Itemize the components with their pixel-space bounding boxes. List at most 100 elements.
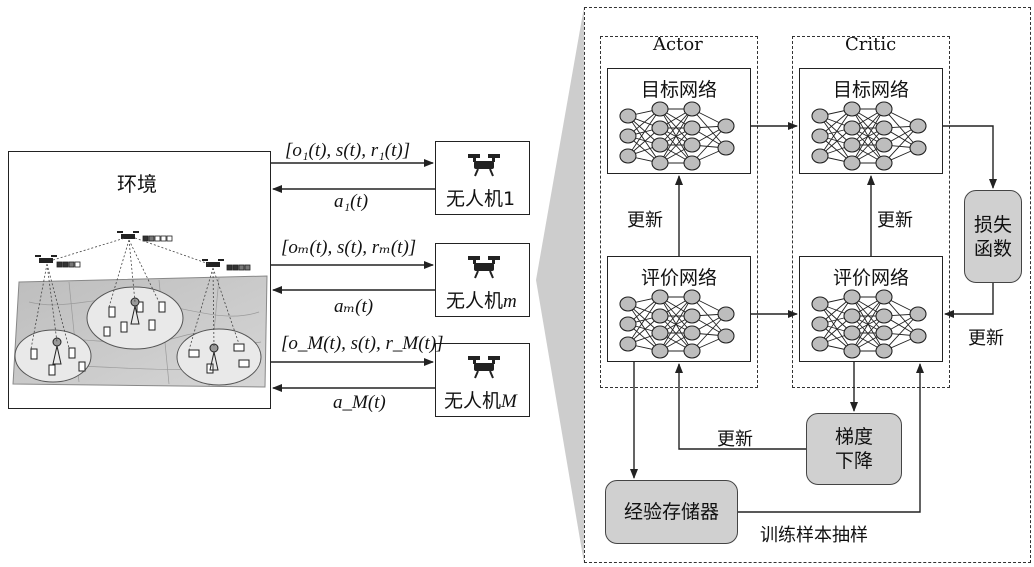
gradient-label-line2: 下降 — [834, 450, 873, 472]
nn-node — [909, 140, 927, 156]
nn-node — [875, 101, 893, 117]
nn-node — [651, 101, 669, 117]
critic-group: Critic — [792, 34, 950, 388]
actor-eval-network: 评价网络 — [607, 256, 751, 362]
nn-node — [909, 118, 927, 134]
nn-edge — [819, 108, 853, 157]
nn-node — [843, 137, 861, 153]
neural-network-icon — [619, 289, 735, 359]
uav-M-box: 无人机M — [435, 343, 530, 417]
nn-node — [683, 120, 701, 136]
nn-node — [811, 148, 829, 164]
actor-target-network: 目标网络 — [607, 68, 751, 174]
nn-node — [843, 101, 861, 117]
nn-edge — [691, 313, 727, 352]
nn-edge — [691, 125, 727, 164]
nn-node — [619, 148, 637, 164]
nn-edge — [659, 108, 693, 146]
nn-node — [843, 308, 861, 324]
nn-edge — [627, 296, 661, 345]
nn-edge — [659, 296, 693, 352]
nn-node — [651, 308, 669, 324]
uav-1-label-text: 无人机1 — [446, 188, 516, 210]
drone-icon — [468, 256, 500, 279]
critic-eval-network-title: 评价网络 — [832, 267, 909, 289]
nn-node — [843, 289, 861, 305]
act-M-label: a_M(t) — [333, 392, 386, 413]
uav-1-label: 无人机1 — [446, 184, 515, 211]
nn-edge — [819, 296, 853, 345]
nn-node — [619, 316, 637, 332]
nn-node — [811, 296, 829, 312]
nn-edge — [851, 108, 885, 164]
loss-function-box: 损失函数 — [964, 190, 1022, 283]
nn-node — [683, 325, 701, 341]
nn-node — [843, 325, 861, 341]
nn-node — [875, 308, 893, 324]
loss-update-label: 更新 — [968, 328, 1004, 349]
nn-node — [651, 155, 669, 171]
experience-memory-label: 经验存储器 — [623, 501, 719, 523]
uav-M-label-suffix: M — [501, 391, 517, 412]
nn-node — [717, 328, 735, 344]
nn-edge — [659, 296, 693, 334]
nn-edge — [819, 303, 853, 352]
nn-node — [651, 325, 669, 341]
nn-edge — [851, 296, 885, 352]
nn-edge — [883, 108, 919, 149]
nn-node — [651, 289, 669, 305]
nn-node — [909, 306, 927, 322]
uav-m-label-text: 无人机 — [446, 290, 504, 312]
uav-M-label: 无人机M — [444, 386, 517, 413]
loss-label-line1: 损失 — [973, 213, 1012, 236]
nn-node — [843, 343, 861, 359]
loss-label-line2: 函数 — [973, 237, 1012, 260]
nn-node — [619, 108, 637, 124]
nn-node — [843, 155, 861, 171]
drone-icon — [468, 356, 500, 379]
experience-memory-box: 经验存储器 — [605, 480, 738, 544]
nn-edge — [627, 303, 661, 352]
gradient-label-line1: 梯度 — [834, 426, 873, 448]
nn-edge — [659, 108, 693, 164]
neural-network-icon — [811, 101, 927, 171]
nn-node — [811, 108, 829, 124]
nn-edge — [851, 108, 885, 146]
nn-node — [811, 336, 829, 352]
nn-node — [811, 316, 829, 332]
nn-node — [811, 128, 829, 144]
neural-network-icon — [619, 101, 735, 171]
nn-node — [619, 296, 637, 312]
nn-edge — [691, 108, 727, 149]
nn-node — [875, 289, 893, 305]
gradient-descent-box: 梯度下降 — [806, 413, 902, 485]
maddpg-panel — [584, 7, 1031, 563]
actor-update-label: 更新 — [627, 210, 663, 231]
drone-icon — [468, 154, 500, 177]
uav-m-label: 无人机m — [446, 286, 517, 313]
nn-node — [875, 137, 893, 153]
uav-m-label-suffix: m — [503, 291, 517, 312]
nn-node — [717, 118, 735, 134]
nn-node — [651, 137, 669, 153]
uav-M-label-text: 无人机 — [444, 390, 502, 412]
nn-node — [683, 289, 701, 305]
nn-node — [717, 140, 735, 156]
obs-m-label: [oₘ(t), s(t), rₘ(t)] — [281, 237, 417, 258]
critic-target-network-title: 目标网络 — [832, 79, 909, 101]
nn-node — [683, 155, 701, 171]
uav-m-box: 无人机m — [435, 243, 530, 317]
critic-title: Critic — [845, 34, 897, 55]
environment-map-illustration — [12, 231, 268, 388]
nn-node — [909, 328, 927, 344]
nn-node — [875, 155, 893, 171]
act-1-label: a₁(t) — [334, 191, 369, 212]
nn-node — [875, 325, 893, 341]
act-m-label: aₘ(t) — [334, 296, 374, 317]
obs-1-label: [o₁(t), s(t), r₁(t)] — [285, 140, 411, 161]
nn-node — [619, 336, 637, 352]
nn-edge — [883, 313, 919, 352]
sampling-label: 训练样本抽样 — [760, 525, 868, 546]
nn-node — [651, 343, 669, 359]
